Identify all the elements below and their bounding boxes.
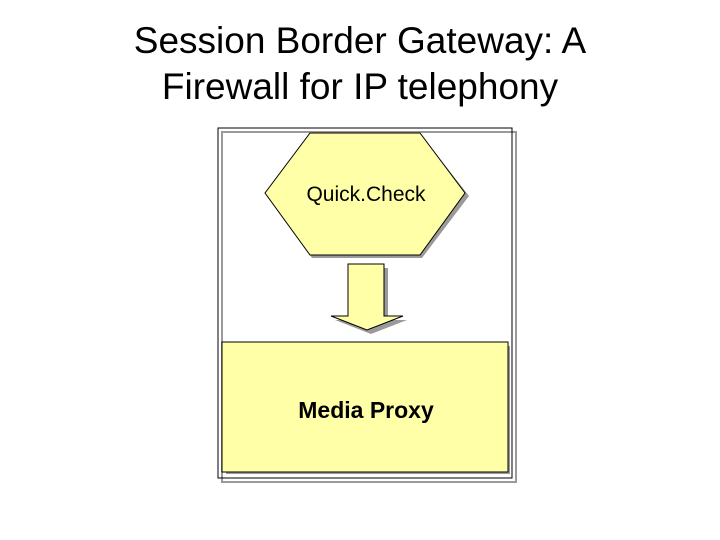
title-line-1: Session Border Gateway: A [133, 20, 587, 61]
slide-title: Session Border Gateway: A Firewall for I… [0, 18, 720, 110]
quickcheck-label: Quick.Check [306, 183, 426, 206]
media-proxy-label: Media Proxy [298, 397, 434, 423]
title-line-2: Firewall for IP telephony [161, 66, 559, 107]
quickcheck-hexagon [264, 132, 466, 256]
media-proxy-box [221, 341, 509, 473]
outer-frame [217, 127, 513, 479]
outer-frame-shadow [221, 131, 517, 483]
down-arrow [330, 263, 404, 331]
